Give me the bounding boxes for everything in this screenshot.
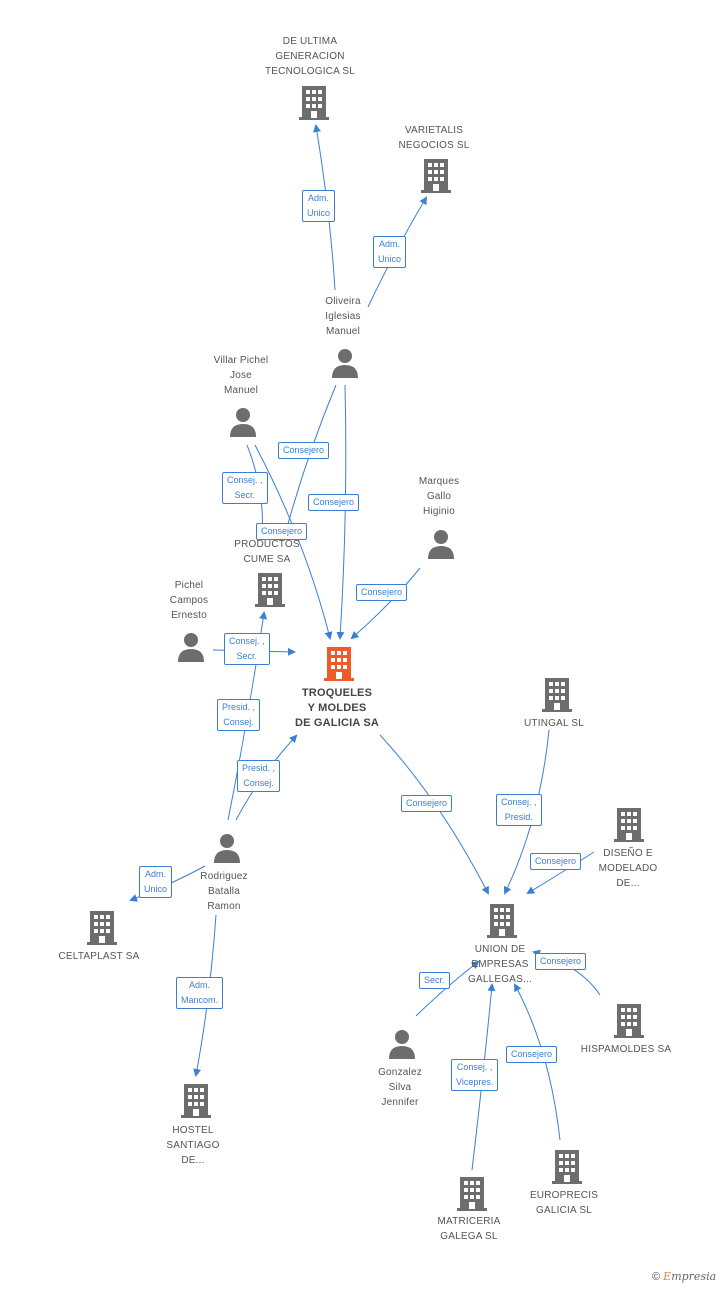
node-label-celtaplast[interactable]: CELTAPLAST SA [58,951,140,962]
link-villar-troqueles [254,444,333,640]
edge-label-rodriguez-productos[interactable]: Presid. , Consej. [217,699,261,731]
building-icon[interactable] [614,806,644,842]
link-oliveira-productos [282,384,337,537]
edge-label-oliveira-de-ultima[interactable]: Adm. Unico [302,190,336,222]
edge-label-rodriguez-hostel[interactable]: Adm. Mancom. [176,977,224,1009]
person-icon[interactable] [213,833,241,863]
building-icon[interactable] [421,157,451,193]
node-label-varietalis[interactable]: VARIETALIS NEGOCIOS SL [398,125,470,151]
link-troqueles-union [379,734,489,895]
node-label-pichel[interactable]: Pichel Campos Ernesto [169,580,209,621]
copyright-symbol: © [652,1271,661,1283]
person-icon[interactable] [427,529,455,559]
building-icon[interactable] [87,909,117,945]
building-icon[interactable] [542,676,572,712]
logo-letter: E [663,1270,672,1283]
edge-label-oliveira-varietalis[interactable]: Adm. Unico [373,236,407,268]
building-icon[interactable] [457,1175,487,1211]
node-label-matriceria[interactable]: MATRICERIA GALEGA SL [437,1216,501,1242]
edge-label-villar-productos[interactable]: Consej. , Secr. [222,472,268,504]
edge-label-pichel-troqueles[interactable]: Consej. , Secr. [224,633,270,665]
node-label-rodriguez[interactable]: Rodriguez Batalla Ramon [200,871,248,912]
node-label-productos-cume[interactable]: PRODUCTOS CUME SA [234,539,300,565]
edge-label-oliveira-troqueles[interactable]: Consejero [308,494,360,511]
building-icon[interactable] [181,1082,211,1118]
link-marques-troqueles [350,567,421,640]
node-label-troqueles[interactable]: TROQUELES Y MOLDES DE GALICIA SA [294,687,380,729]
node-label-marques[interactable]: Marques Gallo Higinio [418,476,460,517]
node-label-villar[interactable]: Villar Pichel Jose Manuel [213,355,269,396]
edge-label-gonzalez-union[interactable]: Secr. [419,972,450,989]
person-icon[interactable] [331,348,359,378]
edge-label-matriceria-union[interactable]: Consej. , Vicepres. [451,1059,499,1091]
building-icon[interactable] [614,1002,644,1038]
person-icon[interactable] [388,1029,416,1059]
node-label-diseno[interactable]: DISEÑO E MODELADO DE... [598,848,658,889]
edge-label-rodriguez-troqueles[interactable]: Presid. , Consej. [237,760,281,792]
node-label-gonzalez[interactable]: Gonzalez Silva Jennifer [378,1067,422,1108]
link-diseno-union [526,851,595,895]
edge-label-villar-troqueles[interactable]: Consejero [256,523,308,540]
node-label-oliveira[interactable]: Oliveira Iglesias Manuel [325,296,361,337]
node-label-europrecis[interactable]: EUROPRECIS GALICIA SL [529,1190,599,1216]
building-icon[interactable] [299,84,329,120]
node-label-utingal[interactable]: UTINGAL SL [524,718,584,729]
link-oliveira-troqueles [336,384,347,640]
person-icon[interactable] [177,632,205,662]
edge-label-utingal-union[interactable]: Consej. , Presid. [496,794,542,826]
building-icon[interactable] [552,1148,582,1184]
building-icon-main[interactable] [324,645,354,681]
person-icon[interactable] [229,407,257,437]
empresia-logo: © Empresia [652,1270,716,1283]
edge-label-diseno-union[interactable]: Consejero [530,853,582,870]
node-label-de-ultima[interactable]: DE ULTIMA GENERACION TECNOLOGICA SL [264,36,356,77]
logo-text: mpresia [671,1270,717,1283]
edge-label-oliveira-productos[interactable]: Consejero [278,442,330,459]
edge-label-rodriguez-celtaplast[interactable]: Adm. Unico [139,866,173,898]
node-label-hispamoldes[interactable]: HISPAMOLDES SA [580,1044,672,1055]
edge-label-troqueles-union[interactable]: Consejero [401,795,453,812]
edge-label-marques-troqueles[interactable]: Consejero [356,584,408,601]
edge-label-europrecis-union[interactable]: Consejero [506,1046,558,1063]
node-label-hostel[interactable]: HOSTEL SANTIAGO DE... [166,1125,220,1166]
edge-label-hispamoldes-union[interactable]: Consejero [535,953,587,970]
node-label-union[interactable]: UNION DE EMPRESAS GALLEGAS... [468,944,532,985]
building-icon[interactable] [487,902,517,938]
building-icon[interactable] [255,571,285,607]
